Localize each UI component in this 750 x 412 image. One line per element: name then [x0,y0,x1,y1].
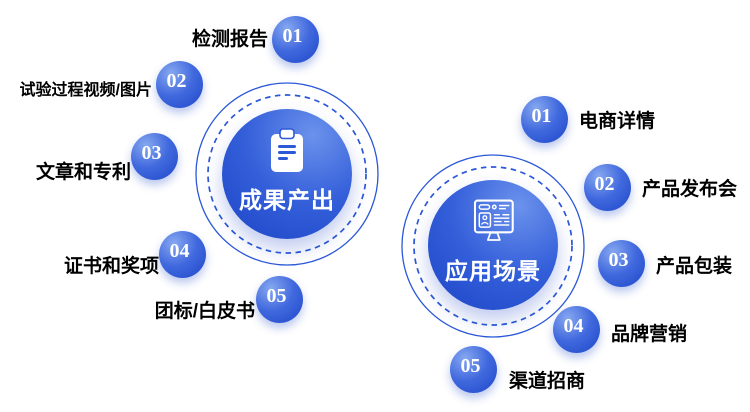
item-number: 04 [563,315,584,337]
item-label: 电商详情 [579,111,656,132]
item-badge: 04 [553,306,600,353]
left-hub-circle: 成果产出 [222,109,352,239]
item-number: 01 [531,105,552,127]
item-badge: 05 [256,276,303,323]
item-badge: 05 [450,346,497,393]
orbit-rings-graphic [195,82,379,266]
item-label: 文章和专利 [35,162,131,183]
left-hub-title: 成果产出 [239,187,335,213]
item-label: 品牌营销 [611,324,688,345]
clipboard-icon [270,127,304,175]
item-badge: 03 [131,133,178,180]
item-label: 渠道招商 [509,371,586,392]
item-label: 证书和奖项 [63,256,159,277]
item-number: 05 [266,285,287,307]
item-badge: 02 [584,164,631,211]
item-badge: 03 [598,240,645,287]
right-hub-title: 应用场景 [445,258,541,284]
monitor-icon [467,198,519,246]
item-number: 01 [282,25,303,47]
item-number: 03 [141,142,162,164]
right-hub-orbit-rings [401,154,585,338]
item-label: 试验过程视频/图片 [19,82,152,99]
left-hub-orbit-rings [195,82,379,266]
item-number: 04 [169,240,190,262]
item-badge: 01 [272,16,319,63]
item-label: 团标/白皮书 [154,301,255,322]
orbit-rings-graphic [401,154,585,338]
item-badge: 04 [159,231,206,278]
item-number: 05 [460,355,481,377]
item-number: 02 [166,70,187,92]
item-label: 产品发布会 [642,179,738,200]
item-badge: 02 [156,61,203,108]
item-label: 检测报告 [191,29,268,50]
item-badge: 01 [521,96,568,143]
item-label: 产品包装 [656,256,733,277]
item-number: 02 [594,173,615,195]
item-number: 03 [608,249,629,271]
right-hub-circle: 应用场景 [428,180,558,310]
